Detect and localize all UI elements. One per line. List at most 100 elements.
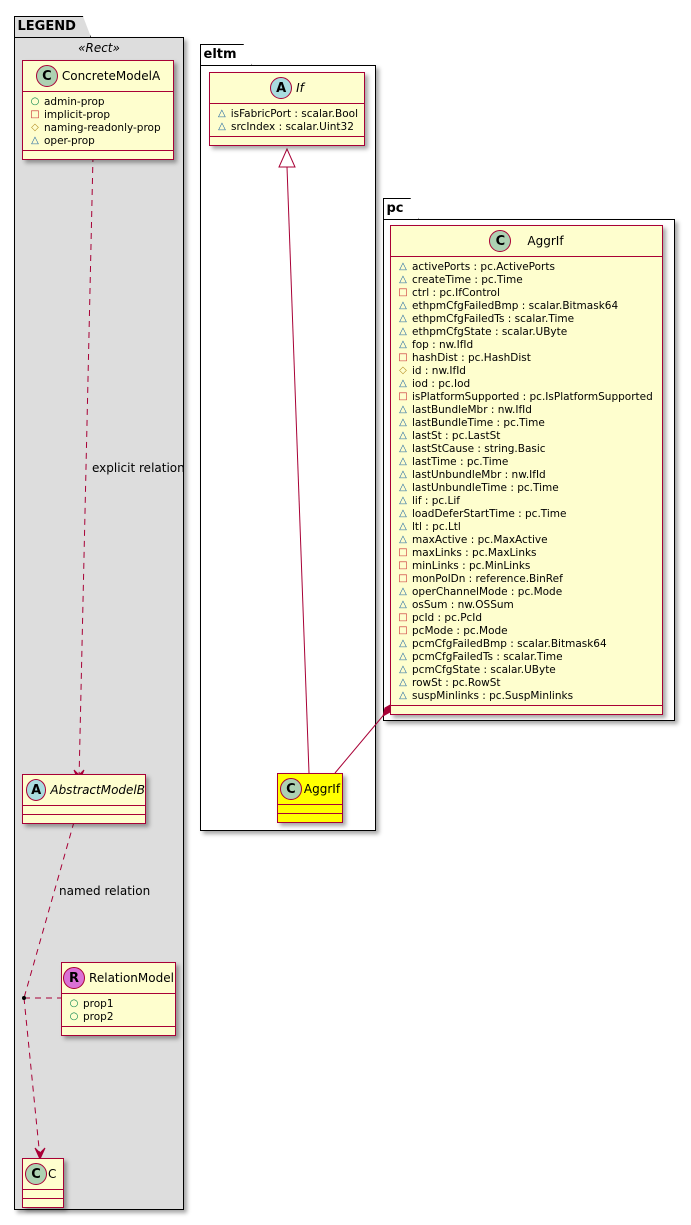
package-visibility-icon: △ <box>399 456 407 467</box>
package-visibility-icon: △ <box>399 300 407 311</box>
attribute-text: oper-prop <box>44 134 95 147</box>
attribute-row: ○admin-prop <box>29 95 167 108</box>
attribute-row: △ lastUnbundleMbr : nw.IfId <box>397 468 656 481</box>
class-spot-icon: C <box>25 1163 47 1185</box>
attribute-row: △suspMinlinks : pc.SuspMinlinks <box>397 689 656 702</box>
private-visibility-icon: □ <box>30 109 40 120</box>
attribute-row: □ctrl : pc.IfControl <box>397 286 656 299</box>
attribute-text: prop2 <box>83 1010 114 1023</box>
attribute-text: lastBundleMbr : nw.IfId <box>412 403 532 416</box>
attribute-text: ltl : pc.Ltl <box>412 520 461 533</box>
package-visibility-icon: △ <box>399 417 407 428</box>
attribute-row: △maxActive : pc.MaxActive <box>397 533 656 546</box>
attribute-text: pcmCfgFailedTs : scalar.Time <box>412 650 563 663</box>
package-visibility-icon: △ <box>399 482 407 493</box>
package-visibility-icon: △ <box>31 135 39 146</box>
attribute-row: △ pcmCfgState : scalar.UByte <box>397 663 656 676</box>
class-concrete-model-a[interactable]: C ConcreteModelA ○admin-prop □implicit-p… <box>22 60 174 160</box>
attribute-row: △ oper-prop <box>29 134 167 147</box>
legend-stereotype: «Rect» <box>78 41 120 55</box>
attribute-row: □ pcMode : pc.Mode <box>397 624 656 637</box>
package-eltm-name: eltm <box>203 47 237 62</box>
attribute-text: operChannelMode : pc.Mode <box>412 585 563 598</box>
package-visibility-icon: △ <box>399 430 407 441</box>
package-visibility-icon: △ <box>399 664 407 675</box>
abstract-spot-icon: A <box>270 77 293 99</box>
attribute-text: minLinks : pc.MinLinks <box>412 559 531 572</box>
private-visibility-icon: □ <box>398 625 408 636</box>
attribute-text: rowSt : pc.RowSt <box>412 676 501 689</box>
class-aggrif-reference[interactable]: C AggrIf <box>277 773 343 823</box>
attribute-row: △ ltl : pc.Ltl <box>397 520 656 533</box>
attribute-row: □implicit-prop <box>29 108 167 121</box>
attribute-row: △lastTime : pc.Time <box>397 455 656 468</box>
attribute-text: lastUnbundleTime : pc.Time <box>412 481 559 494</box>
attribute-row: △pcmCfgFailedTs : scalar.Time <box>397 650 656 663</box>
attribute-text: lastSt : pc.LastSt <box>412 429 501 442</box>
private-visibility-icon: □ <box>398 352 408 363</box>
attribute-row: △ lif : pc.Lif <box>397 494 656 507</box>
class-aggrif[interactable]: C AggrIf △activePorts : pc.ActivePorts△c… <box>390 225 663 715</box>
package-visibility-icon: △ <box>399 339 407 350</box>
package-visibility-icon: △ <box>399 508 407 519</box>
class-spot-icon: C <box>489 230 512 252</box>
attribute-row: △ethpmCfgFailedTs : scalar.Time <box>397 312 656 325</box>
class-name: RelationModel <box>89 971 174 985</box>
attribute-row: △ osSum : nw.OSSum <box>397 598 656 611</box>
package-visibility-icon: △ <box>399 599 407 610</box>
attribute-row: △ rowSt : pc.RowSt <box>397 676 656 689</box>
class-abstract-model-b[interactable]: A AbstractModelB <box>22 774 146 824</box>
attribute-text: suspMinlinks : pc.SuspMinlinks <box>412 689 574 702</box>
class-name: C <box>48 1167 57 1181</box>
attribute-text: pcmCfgState : scalar.UByte <box>412 663 556 676</box>
attribute-text: pcMode : pc.Mode <box>412 624 508 637</box>
attribute-row: △ethpmCfgState : scalar.UByte <box>397 325 656 338</box>
package-visibility-icon: △ <box>399 521 407 532</box>
class-relation-model[interactable]: R RelationModel ○prop1 ○prop2 <box>61 962 176 1036</box>
private-visibility-icon: □ <box>398 547 408 558</box>
private-visibility-icon: □ <box>398 287 408 298</box>
attribute-text: osSum : nw.OSSum <box>412 598 514 611</box>
package-visibility-icon: △ <box>399 638 407 649</box>
attribute-text: isPlatformSupported : pc.IsPlatformSuppo… <box>412 390 653 403</box>
attribute-row: □ minLinks : pc.MinLinks <box>397 559 656 572</box>
attribute-row: △pcmCfgFailedBmp : scalar.Bitmask64 <box>397 637 656 650</box>
class-name: If <box>296 81 304 95</box>
attribute-text: lastUnbundleMbr : nw.IfId <box>412 468 546 481</box>
class-if[interactable]: A If △isFabricPort : scalar.Bool △srcInd… <box>209 72 365 146</box>
attribute-row: □pcId : pc.PcId <box>397 611 656 624</box>
package-legend-tab: LEGEND <box>14 16 91 37</box>
attribute-row: △operChannelMode : pc.Mode <box>397 585 656 598</box>
aggrif-attribute-list: △activePorts : pc.ActivePorts△createTime… <box>391 257 662 705</box>
private-visibility-icon: □ <box>398 560 408 571</box>
package-visibility-icon: △ <box>399 261 407 272</box>
package-visibility-icon: △ <box>218 108 226 119</box>
package-visibility-icon: △ <box>399 677 407 688</box>
public-visibility-icon: ○ <box>69 1011 79 1022</box>
class-spot-icon: C <box>279 778 302 800</box>
abstract-spot-icon: A <box>26 779 47 801</box>
attribute-row: □ isPlatformSupported : pc.IsPlatformSupp… <box>397 390 656 403</box>
attribute-text: lif : pc.Lif <box>412 494 460 507</box>
package-visibility-icon: △ <box>399 495 407 506</box>
protected-visibility-icon: ◇ <box>31 122 39 133</box>
attribute-text: maxLinks : pc.MaxLinks <box>412 546 537 559</box>
public-visibility-icon: ○ <box>69 998 79 1009</box>
attribute-text: lastBundleTime : pc.Time <box>412 416 545 429</box>
attribute-text: monPolDn : reference.BinRef <box>412 572 563 585</box>
attribute-text: fop : nw.IfId <box>412 338 474 351</box>
package-visibility-icon: △ <box>399 534 407 545</box>
attribute-text: ethpmCfgFailedBmp : scalar.Bitmask64 <box>412 299 619 312</box>
class-c[interactable]: C C <box>22 1158 64 1208</box>
attribute-text: lastStCause : string.Basic <box>412 442 546 455</box>
attribute-row: △ fop : nw.IfId <box>397 338 656 351</box>
attribute-text: admin-prop <box>44 95 105 108</box>
attribute-text: hashDist : pc.HashDist <box>412 351 531 364</box>
package-visibility-icon: △ <box>399 274 407 285</box>
attribute-text: prop1 <box>83 997 114 1010</box>
private-visibility-icon: □ <box>398 391 408 402</box>
attribute-text: iod : pc.Iod <box>412 377 471 390</box>
attribute-row: ◇id : nw.IfId <box>397 364 656 377</box>
package-visibility-icon: △ <box>399 469 407 480</box>
attribute-row: △ lastUnbundleTime : pc.Time <box>397 481 656 494</box>
